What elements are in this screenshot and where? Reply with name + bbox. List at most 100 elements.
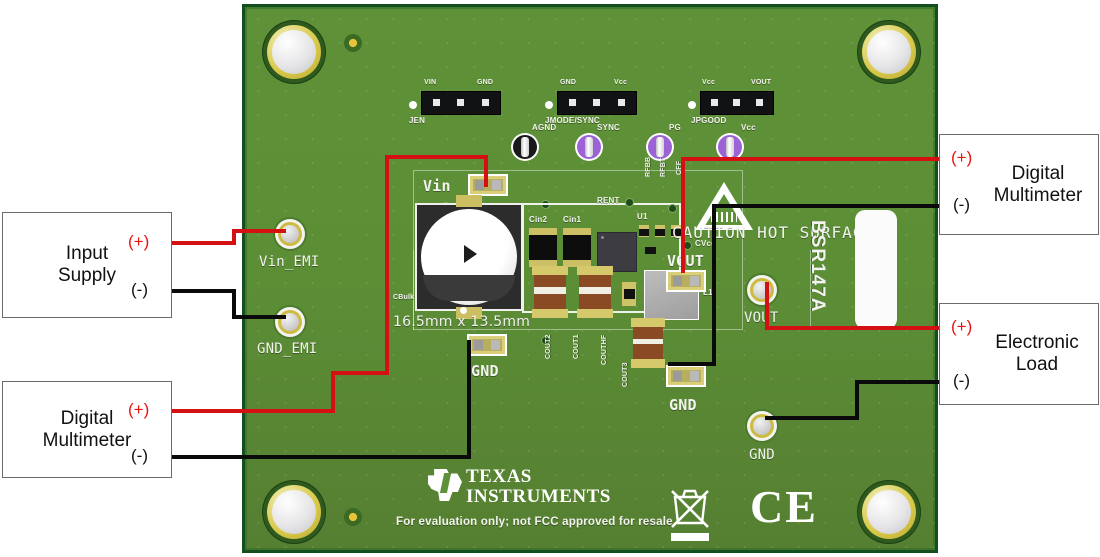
wire-input-supply-pos-h2	[232, 229, 286, 233]
wire-dmm-output-neg-h2	[668, 362, 716, 366]
capacitor-cout1	[577, 266, 613, 318]
header-jmode-pin-left-label: GND	[560, 79, 577, 86]
testpoint-vcc[interactable]	[716, 133, 744, 161]
designator-rfbt: RFBT	[660, 157, 667, 177]
designator-cvcc: CVcc	[695, 239, 716, 248]
caution-text: CAUTION HOT SURFACE	[672, 223, 875, 242]
designator-u1: U1	[637, 212, 648, 221]
chip-small-1	[645, 247, 656, 254]
capacitor-cout2	[532, 266, 568, 318]
dmm-input-minus-label: (-)	[131, 446, 148, 465]
pad-gnd-left[interactable]	[467, 334, 507, 356]
instrument-dmm-input-label: Digital Multimeter	[42, 407, 132, 451]
designator-cbulk: CBulk	[393, 294, 415, 301]
wire-dmm-output-neg-v1	[712, 204, 716, 366]
weee-bin-icon	[671, 489, 709, 528]
wire-input-supply-pos-v	[232, 229, 236, 245]
wire-input-supply-neg-h1	[171, 289, 236, 293]
header-jpgood-label: JPGOOD	[691, 116, 727, 125]
capacitor-cff	[671, 229, 681, 236]
wire-dmm-input-pos-h3	[385, 155, 488, 159]
load-plus-label: (+)	[951, 317, 973, 336]
pad-gnd-right[interactable]	[666, 365, 706, 387]
turret-gnd-label: GND	[749, 447, 775, 463]
designator-cout3: COUT3	[622, 362, 629, 387]
wire-dmm-input-pos-v1	[331, 371, 335, 413]
turret-vout[interactable]	[747, 275, 777, 305]
capacitor-couthf	[624, 289, 635, 299]
testpoint-agnd-label: AGND	[532, 123, 557, 132]
testpoint-pg[interactable]	[646, 133, 674, 161]
input-supply-minus-label: (-)	[131, 280, 148, 299]
silk-dot	[460, 307, 467, 314]
wire-input-supply-neg-h2	[232, 315, 286, 319]
designator-cin1: Cin1	[563, 215, 582, 224]
wire-load-pos-h1	[765, 326, 940, 330]
disclaimer-text: For evaluation only; not FCC approved fo…	[396, 516, 677, 528]
testpoint-sync-label: SYNC	[597, 123, 621, 132]
turret-vin-emi[interactable]	[275, 219, 305, 249]
via-bottom-left	[344, 508, 362, 526]
mounting-hole-top-right	[858, 21, 920, 83]
turret-vin-emi-label: Vin_EMI	[259, 254, 320, 270]
testpoint-sync[interactable]	[575, 133, 603, 161]
turret-gnd-emi[interactable]	[275, 307, 305, 337]
designator-l1: L1	[703, 288, 713, 297]
input-supply-plus-label: (+)	[128, 232, 150, 251]
via-mid	[542, 337, 549, 344]
ic-u1	[597, 232, 637, 272]
header-jen-label: JEN	[409, 116, 426, 125]
designator-rent: RENT	[597, 196, 620, 205]
capacitor-cin1	[563, 228, 591, 267]
turret-vout-label: VOUT	[744, 310, 779, 326]
pad-vout[interactable]	[666, 270, 706, 292]
wire-input-supply-pos-h1	[171, 241, 236, 245]
header-jpgood-pin-left-label: Vcc	[702, 79, 716, 86]
component-bsr147a	[855, 210, 897, 329]
evm-board: VIN GND JEN GND Vcc JMODE/SYNC Vcc VOUT	[242, 4, 938, 553]
pad-vin[interactable]	[468, 174, 508, 196]
wire-dmm-input-pos-v3	[484, 155, 488, 187]
wire-input-supply-neg-v	[232, 289, 236, 318]
ce-mark: CE	[750, 481, 818, 532]
capacitor-cbulk	[415, 195, 523, 319]
wire-dmm-input-neg-h1	[171, 455, 471, 459]
pad-vin-label: Vin	[423, 177, 451, 195]
wire-load-neg-h1	[855, 380, 940, 384]
wire-dmm-input-pos-h1	[171, 409, 335, 413]
wire-dmm-input-pos-h2	[331, 371, 389, 375]
hot-surface-lines	[711, 212, 737, 222]
header-jen-pin-left-label: VIN	[424, 79, 437, 86]
designator-couthf: COUTHF	[601, 334, 608, 365]
instrument-input-supply[interactable]: Input Supply	[2, 212, 172, 318]
mounting-hole-bottom-left	[263, 481, 325, 543]
weee-icon	[669, 485, 711, 541]
designator-cin2: Cin2	[529, 215, 548, 224]
pad-vout-label: VOUT	[667, 252, 704, 270]
load-minus-label: (-)	[953, 371, 970, 390]
turret-gnd[interactable]	[747, 411, 777, 441]
via-top-left	[344, 34, 362, 52]
dmm-output-minus-label: (-)	[953, 195, 970, 214]
turret-gnd-emi-label: GND_EMI	[257, 341, 318, 357]
mounting-hole-bottom-right	[858, 481, 920, 543]
instrument-dmm-output[interactable]: Digital Multimeter	[939, 134, 1099, 235]
header-jmode-pin-right-label: Vcc	[614, 79, 628, 86]
designator-cout2: COUT2	[545, 334, 552, 359]
wire-dmm-output-pos-v1	[681, 157, 685, 273]
testpoint-vcc-label: Vcc	[741, 123, 756, 132]
wire-load-neg-v1	[855, 380, 859, 419]
instrument-dmm-input[interactable]: Digital Multimeter	[2, 381, 172, 478]
mounting-hole-top-left	[263, 21, 325, 83]
testpoint-agnd[interactable]	[511, 133, 539, 161]
capacitor-cout3	[631, 318, 665, 368]
wire-dmm-input-pos-v2	[385, 155, 389, 375]
wire-dmm-output-pos-h1	[681, 157, 940, 161]
resistor-rfbt	[655, 229, 665, 236]
capacitor-cin2	[529, 228, 557, 267]
instrument-electronic-load[interactable]: Electronic Load	[939, 303, 1099, 405]
board-dimension-text: 16.5mm x 13.5mm	[393, 314, 531, 330]
hot-surface-base	[703, 225, 745, 229]
wire-load-neg-h2	[765, 416, 859, 420]
